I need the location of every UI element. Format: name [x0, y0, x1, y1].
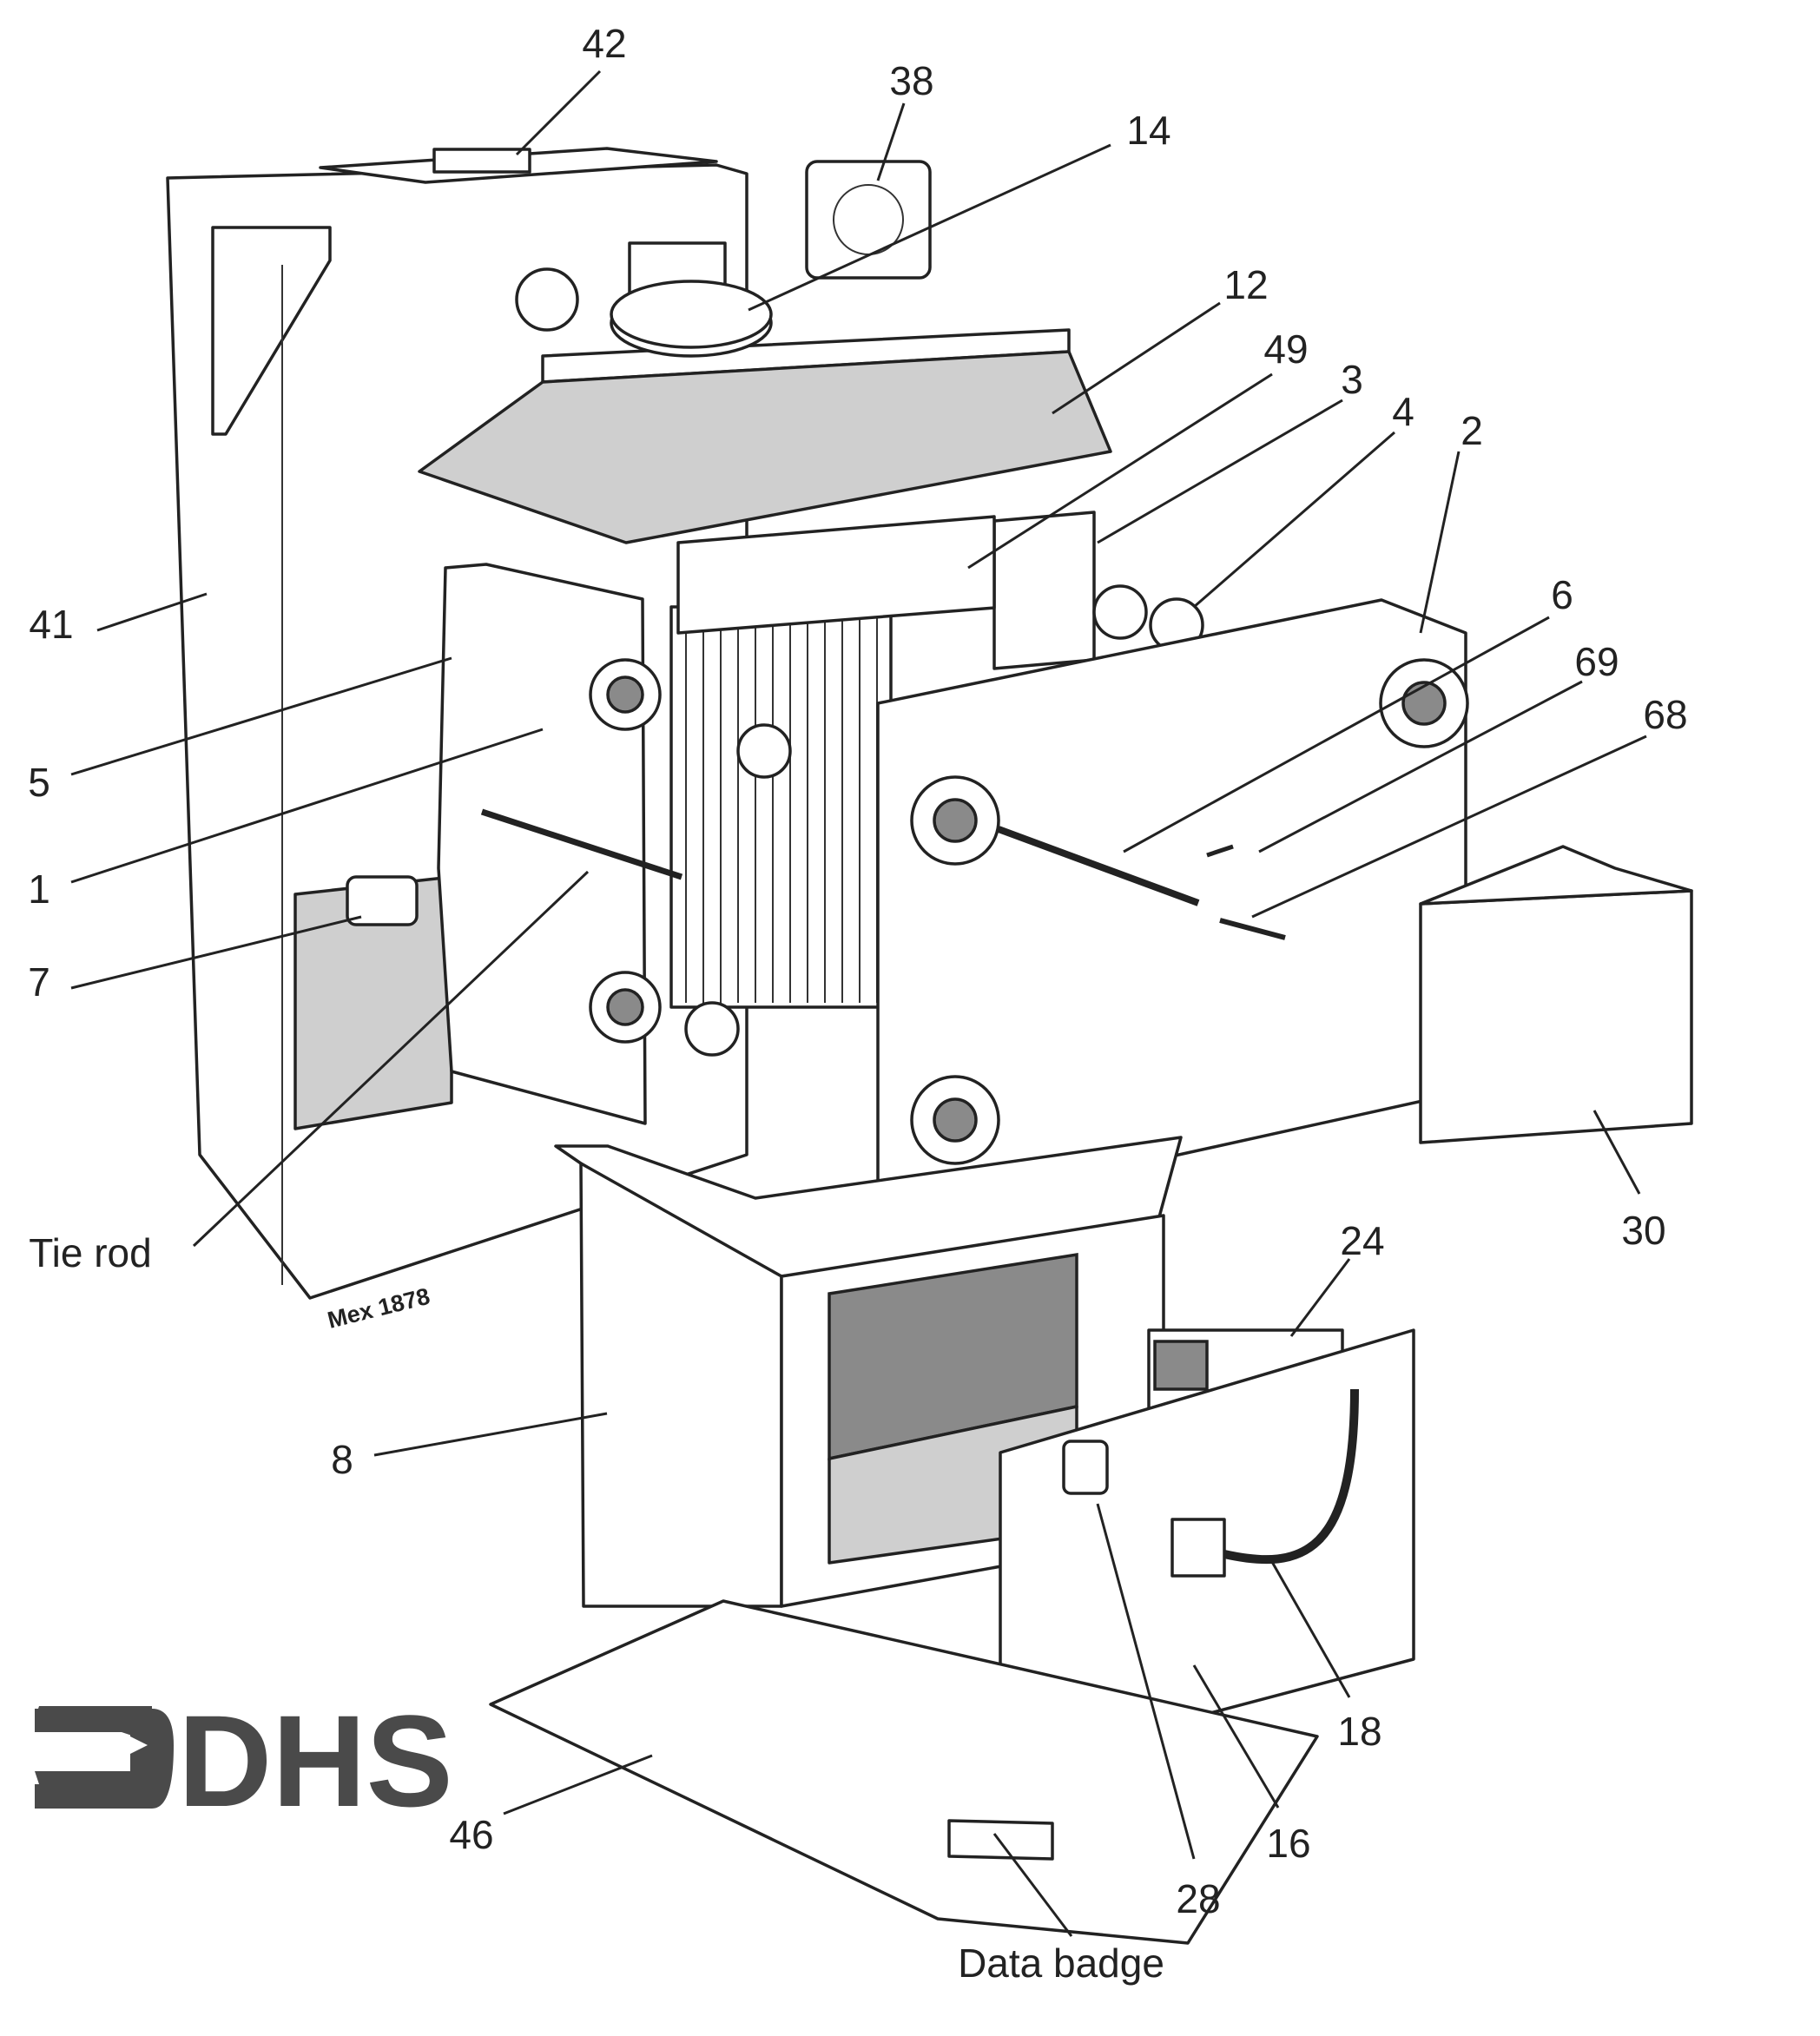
label-tie-rod: Tie rod [29, 1230, 151, 1275]
drawing-reference: Mex 1878 [325, 1283, 432, 1334]
tie-rod-6 [997, 826, 1200, 906]
o-ring [684, 1001, 740, 1057]
top-plate-cutout [432, 148, 531, 174]
flue-hood [418, 350, 1112, 544]
label-30: 30 [1621, 1208, 1665, 1253]
data-badge-plate [947, 1819, 1054, 1861]
pin-69 [1206, 844, 1234, 858]
label-4: 4 [1392, 389, 1414, 434]
label-data-badge: Data badge [958, 1940, 1164, 1986]
ignition-bracket [1170, 1518, 1226, 1578]
label-38: 38 [889, 58, 933, 103]
o-ring [736, 723, 792, 779]
label-69: 69 [1574, 639, 1619, 684]
label-49: 49 [1263, 326, 1308, 372]
label-28: 28 [1176, 1876, 1220, 1921]
clip-68 [1219, 918, 1286, 940]
label-68: 68 [1643, 692, 1687, 737]
label-7: 7 [28, 959, 50, 1005]
label-3: 3 [1341, 357, 1363, 402]
base-plate [489, 1599, 1319, 1945]
label-14: 14 [1126, 108, 1170, 153]
fitting [346, 875, 419, 926]
heat-exchanger-fins [669, 605, 893, 1009]
pressure-switch [805, 160, 932, 280]
control-box [1419, 889, 1693, 1144]
label-16: 16 [1266, 1821, 1310, 1866]
label-8: 8 [331, 1437, 353, 1482]
leader-lines [70, 69, 1647, 1937]
label-41: 41 [29, 602, 73, 647]
label-2: 2 [1461, 408, 1483, 453]
baffle [676, 515, 996, 635]
label-6: 6 [1551, 572, 1573, 617]
tie-rod [480, 808, 683, 880]
label-18: 18 [1337, 1709, 1381, 1754]
rear-section [992, 511, 1096, 670]
logo-text: DHS [178, 1688, 453, 1834]
label-42: 42 [582, 21, 626, 66]
label-46: 46 [449, 1812, 493, 1857]
o-ring [1092, 584, 1148, 640]
connector-28 [1062, 1440, 1109, 1495]
fan [610, 241, 773, 358]
pilot-tube-18 [1223, 1388, 1359, 1565]
label-12: 12 [1223, 262, 1268, 307]
label-5: 5 [28, 760, 50, 805]
label-1: 1 [28, 866, 50, 912]
dhs-logo: DHS [35, 1688, 453, 1834]
flue-spigot [515, 267, 579, 332]
label-24: 24 [1340, 1218, 1384, 1263]
